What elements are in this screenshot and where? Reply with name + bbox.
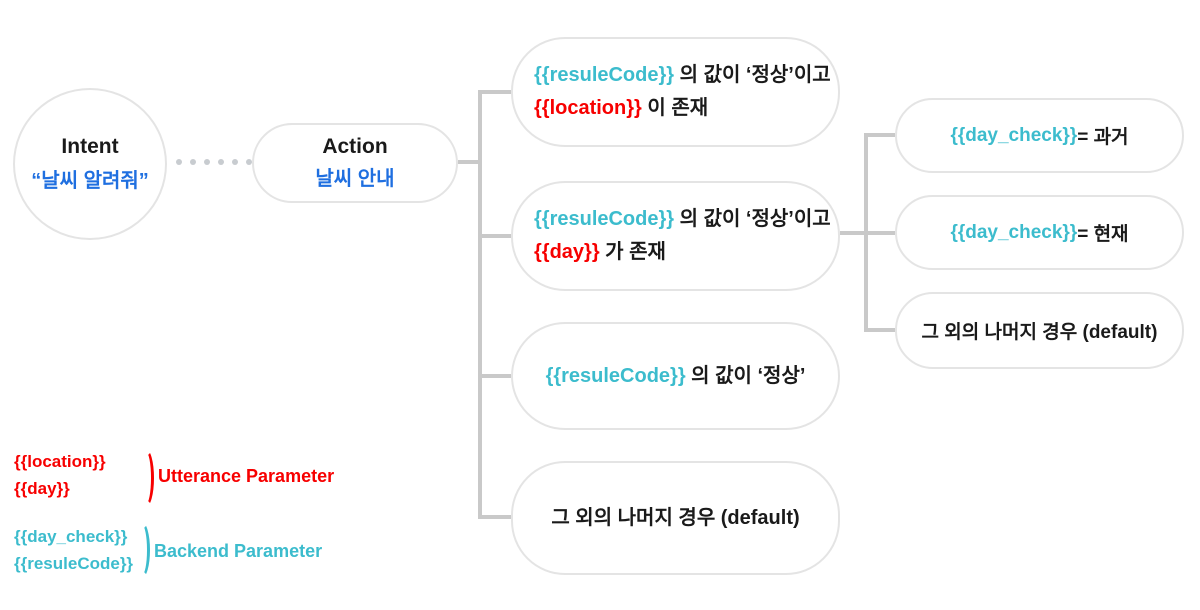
dotted-connector <box>176 159 252 165</box>
condition-line: {{resuleCode}} 의 값이 ‘정상’ <box>546 360 806 393</box>
intent-utterance: “날씨 알려줘” <box>31 170 149 192</box>
left-tree-connector <box>458 90 511 519</box>
condition-text: = 현재 <box>1077 224 1129 245</box>
utterance-param-token: {{location}} <box>534 97 642 119</box>
dot <box>218 159 224 165</box>
legend-backend-params: {{day_check}} {{resuleCode}} <box>14 523 133 577</box>
condition-line: 그 외의 나머지 경우 (default) <box>551 502 799 535</box>
condition-text: 의 값이 ‘정상’이고 <box>674 208 831 230</box>
legend-bracket-red <box>138 449 154 507</box>
legend-utterance-params: {{location}} {{day}} <box>14 448 106 502</box>
backend-param-token: {{day_check}} <box>950 221 1078 243</box>
subcondition-node-daycheck-past: {{day_check}} = 과거 <box>895 98 1184 173</box>
dot <box>232 159 238 165</box>
condition-node-resultcode: {{resuleCode}} 의 값이 ‘정상’ <box>511 322 840 430</box>
backend-param-token: {{resuleCode}} <box>534 208 675 230</box>
condition-text: 그 외의 나머지 경우 (default) <box>921 322 1158 343</box>
dot <box>190 159 196 165</box>
intent-title: Intent <box>61 135 119 158</box>
subcondition-node-default: 그 외의 나머지 경우 (default) <box>895 292 1184 369</box>
intent-node: Intent “날씨 알려줘” <box>13 88 167 240</box>
dot <box>204 159 210 165</box>
action-node: Action 날씨 안내 <box>252 123 458 203</box>
utterance-param-token: {{location}} <box>14 452 106 471</box>
condition-text: = 과거 <box>1077 127 1129 148</box>
dot <box>176 159 182 165</box>
right-tree-connector <box>840 133 895 332</box>
action-label: 날씨 안내 <box>315 168 395 190</box>
backend-param-token: {{day_check}} <box>14 527 128 546</box>
condition-text: 그 외의 나머지 경우 (default) <box>551 506 800 529</box>
utterance-param-token: {{day}} <box>14 479 70 498</box>
backend-param-token: {{resuleCode}} <box>545 364 686 387</box>
condition-node-default: 그 외의 나머지 경우 (default) <box>511 461 840 575</box>
condition-line: {{resuleCode}} 의 값이 ‘정상’이고 <box>534 59 838 92</box>
backend-param-token: {{day_check}} <box>950 124 1078 146</box>
condition-text: 이 존재 <box>641 97 709 119</box>
legend-backend-label: Backend Parameter <box>154 541 323 561</box>
utterance-param-token: {{day}} <box>534 241 600 263</box>
subcondition-node-daycheck-present: {{day_check}} = 현재 <box>895 195 1184 270</box>
backend-param-token: {{resuleCode}} <box>534 64 675 86</box>
condition-line: {{location}} 이 존재 <box>534 92 838 125</box>
action-title: Action <box>322 135 388 158</box>
condition-node-resultcode-location: {{resuleCode}} 의 값이 ‘정상’이고 {{location}} … <box>511 37 840 147</box>
condition-line: {{day}} 가 존재 <box>534 236 838 269</box>
backend-param-token: {{resuleCode}} <box>14 554 134 573</box>
condition-text: 의 값이 ‘정상’ <box>685 364 806 387</box>
condition-node-resultcode-day: {{resuleCode}} 의 값이 ‘정상’이고 {{day}} 가 존재 <box>511 181 840 291</box>
dot <box>246 159 252 165</box>
condition-text: 의 값이 ‘정상’이고 <box>674 64 831 86</box>
legend-bracket-teal <box>134 522 150 578</box>
legend-utterance-label: Utterance Parameter <box>158 466 335 486</box>
condition-text: 가 존재 <box>599 241 666 263</box>
condition-line: {{resuleCode}} 의 값이 ‘정상’이고 <box>534 203 838 236</box>
